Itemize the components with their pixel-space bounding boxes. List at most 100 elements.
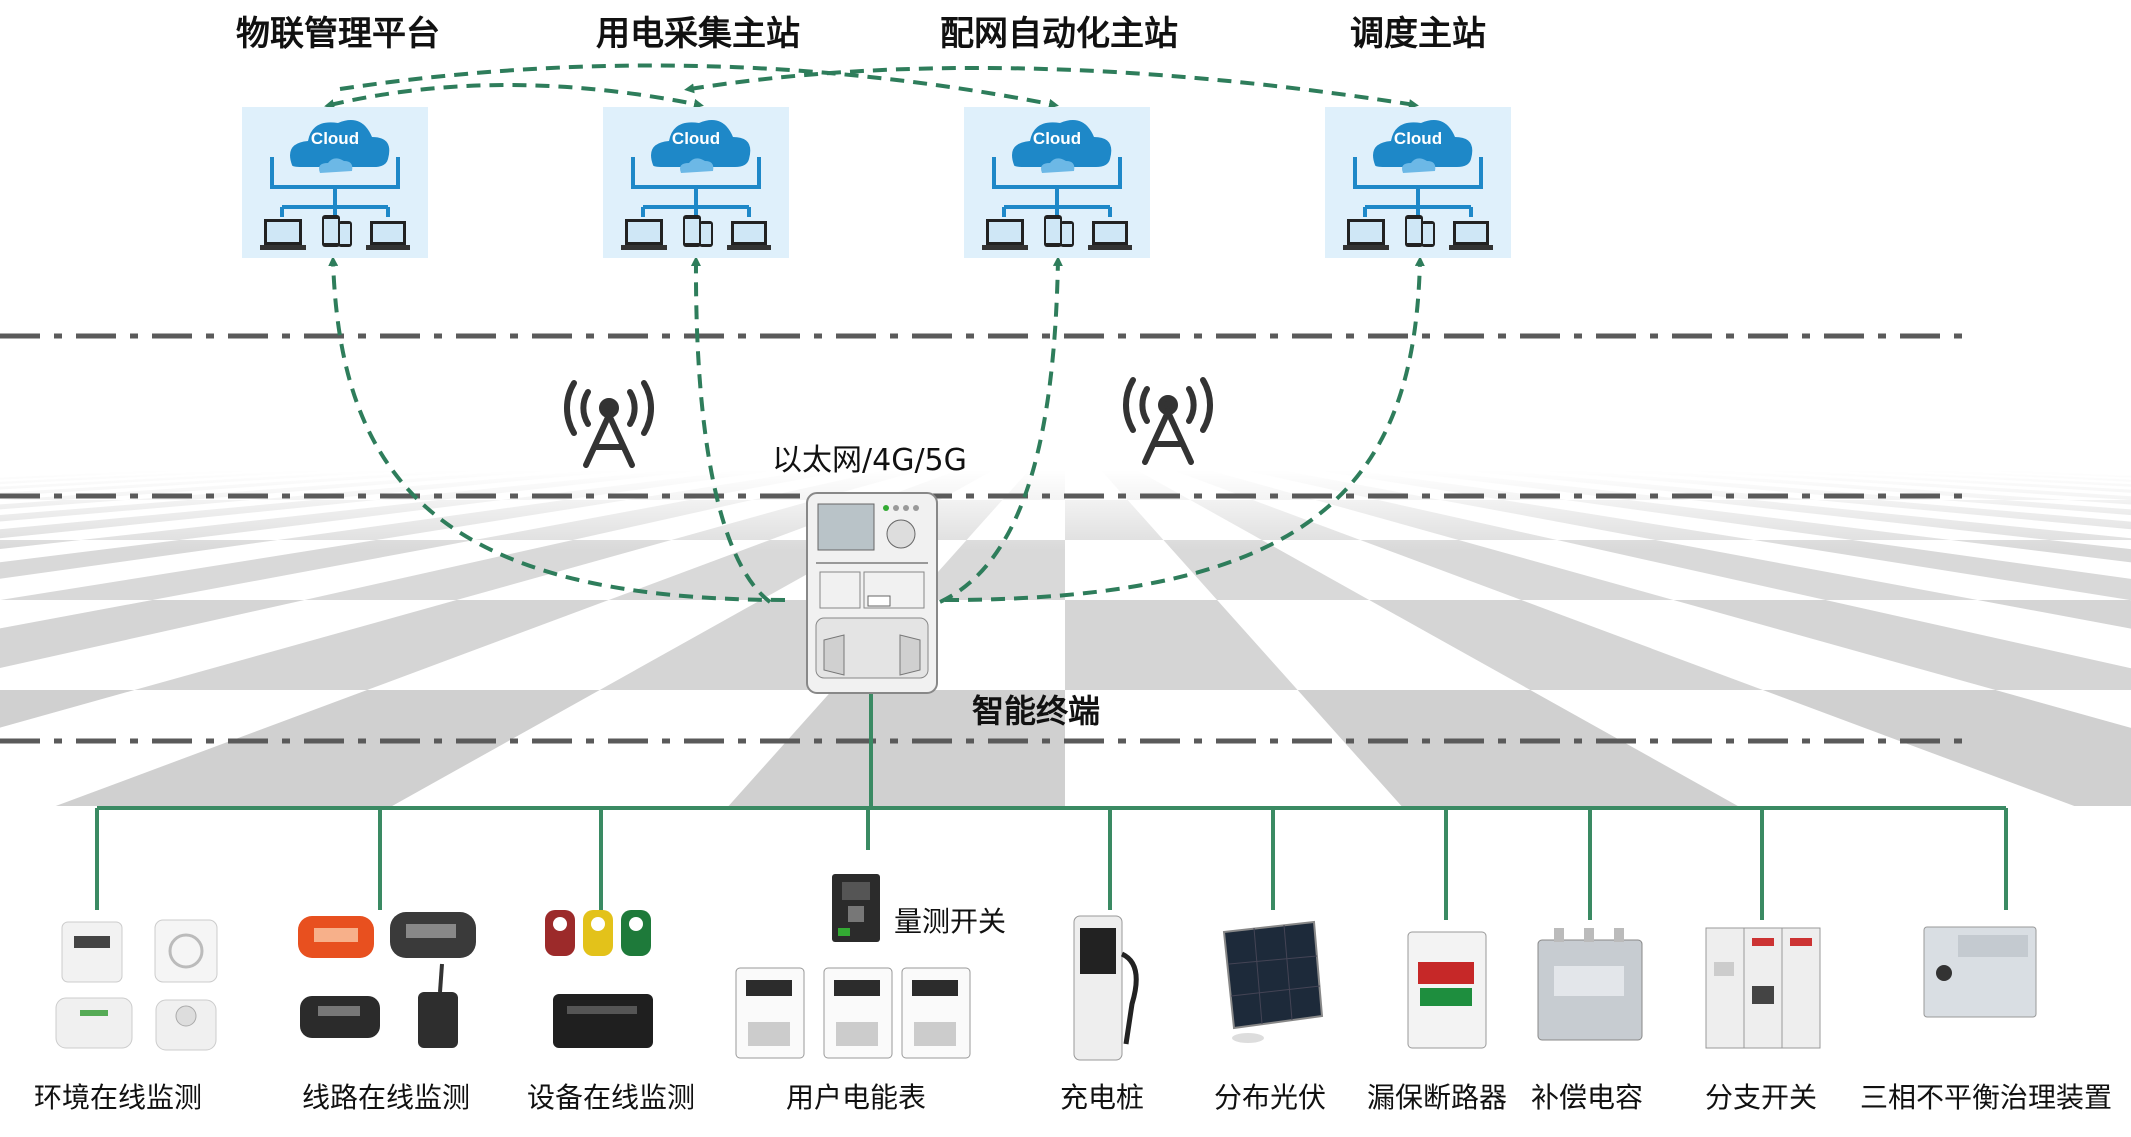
link-terminal-platform2	[690, 256, 772, 604]
communication-links	[324, 63, 1425, 604]
device-bus	[95, 690, 2008, 920]
device-label-breaker: 漏保断路器	[1367, 1081, 1508, 1114]
cloud-label: Cloud	[1393, 129, 1443, 148]
floor-tile	[0, 690, 135, 728]
link-platform1-platform4	[684, 65, 1419, 110]
smart-terminal-device	[806, 492, 938, 694]
cloud-graphic-part	[340, 224, 350, 244]
equipment-monitor-icon	[545, 910, 653, 1048]
cloud-graphic-part	[1343, 215, 1493, 250]
cloud-graphic-part	[982, 215, 1132, 250]
leakage-breaker-icon	[1407, 931, 1487, 1049]
cloud-graphic-part	[270, 157, 400, 217]
cloud-graphic-part	[680, 158, 714, 173]
floor-tile	[1753, 540, 2131, 600]
floor-tile	[1369, 600, 1763, 690]
unbalance-device-icon	[1923, 926, 2037, 1018]
cloud-graphic-part	[701, 224, 711, 244]
cloud-graphic-part	[290, 120, 390, 167]
terminal-label: 智能终端	[972, 692, 1101, 730]
cloud-graphic-part	[1402, 158, 1436, 173]
cloud-graphic-part	[621, 215, 771, 250]
cloud-label: Cloud	[310, 129, 360, 148]
cloud-graphic-part	[1449, 245, 1493, 250]
cloud-label: Cloud	[671, 129, 721, 148]
network-label: 以太网/4G/5G	[772, 443, 967, 478]
link-platform1-platform2	[324, 83, 704, 109]
solar-panel-icon	[1222, 920, 1324, 1043]
device-label-charger: 充电桩	[1060, 1081, 1145, 1114]
link-terminal-platform4	[944, 256, 1425, 602]
floor-tile	[1557, 540, 1978, 600]
device-label-solar: 分布光伏	[1214, 1081, 1327, 1114]
cloud-graphic-part	[1088, 245, 1132, 250]
cloud-graphic-part	[621, 245, 667, 250]
floor-tile	[1360, 540, 1674, 600]
device-label-switch: 分支开关	[1705, 1081, 1818, 1114]
cloud-graphic-part	[260, 215, 410, 250]
device-label-unbalance: 三相不平衡治理装置	[1860, 1081, 2113, 1114]
cloud-graphic-part	[366, 245, 410, 250]
floor-tile	[1762, 690, 2131, 810]
cloud-label: Cloud	[1032, 129, 1082, 148]
switch-cabinet-icon	[1705, 927, 1821, 1049]
antenna-tower-icon	[563, 380, 655, 468]
cloud-network-icon: Cloud	[1325, 107, 1511, 258]
floor-tile	[1673, 600, 2131, 690]
floor-tile	[1297, 690, 1745, 810]
cloud-graphic-part	[373, 224, 403, 242]
cloud-graphic-part	[1456, 224, 1486, 242]
cloud-graphic-part	[1343, 245, 1389, 250]
cloud-graphic-part	[685, 219, 699, 243]
cloud-graphic-part	[989, 222, 1021, 242]
antenna-tower-icon	[1122, 377, 1214, 465]
cloud-network-icon: Cloud	[242, 107, 428, 258]
floor-tile	[1163, 540, 1370, 600]
cloud-graphic-part	[1062, 224, 1072, 244]
energy-meter-icon	[735, 967, 971, 1059]
floor-tile	[1977, 600, 2131, 629]
cloud-graphic-part	[1407, 219, 1421, 243]
cloud-graphic-part	[1095, 224, 1125, 242]
platform-title-iot: 物联管理平台	[236, 14, 440, 54]
floor-tile	[0, 600, 305, 669]
platform-title-distribution: 配网自动化主站	[940, 14, 1178, 54]
cloud-graphic-part	[982, 245, 1028, 250]
layer-dividers	[0, 333, 1975, 744]
floor-tile	[304, 540, 672, 600]
cloud-graphic-part	[1350, 222, 1382, 242]
cloud-graphic-part	[260, 245, 306, 250]
cloud-graphic-part	[319, 158, 353, 173]
platform-title-dispatch: 调度主站	[1350, 14, 1486, 54]
cloud-graphic-part	[727, 245, 771, 250]
device-label-line: 线路在线监测	[302, 1081, 471, 1114]
environment-sensor-icon	[55, 919, 218, 1051]
device-label-capacitor: 补偿电容	[1531, 1081, 1644, 1114]
floor-tile	[608, 540, 869, 600]
floor-tile	[45, 690, 600, 810]
cloud-graphic-part	[631, 157, 761, 217]
device-label-meter: 用户电能表	[786, 1081, 927, 1114]
line-monitor-icon	[298, 912, 476, 1048]
cloud-network-icon: Cloud	[964, 107, 1150, 258]
floor-tile	[1065, 600, 1298, 690]
cloud-graphic-part	[1041, 158, 1075, 173]
device-label-equipment: 设备在线监测	[527, 1081, 696, 1114]
charging-pile-icon	[1073, 915, 1139, 1061]
switch-label: 量测开关	[894, 905, 1007, 938]
cloud-graphic-part	[1012, 120, 1112, 167]
cloud-graphic-part	[267, 222, 299, 242]
cloud-graphic-part	[1373, 120, 1473, 167]
cloud-graphic-part	[651, 120, 751, 167]
cloud-graphic-part	[734, 224, 764, 242]
cloud-graphic-part	[1046, 219, 1060, 243]
platform-title-collection: 用电采集主站	[596, 14, 800, 54]
cloud-graphic-part	[628, 222, 660, 242]
capacitor-icon	[1537, 928, 1643, 1041]
cloud-graphic-part	[1423, 224, 1433, 244]
floor-tile	[725, 690, 1065, 810]
link-platform1-platform3	[339, 63, 1059, 109]
link-terminal-platform1	[328, 256, 786, 602]
